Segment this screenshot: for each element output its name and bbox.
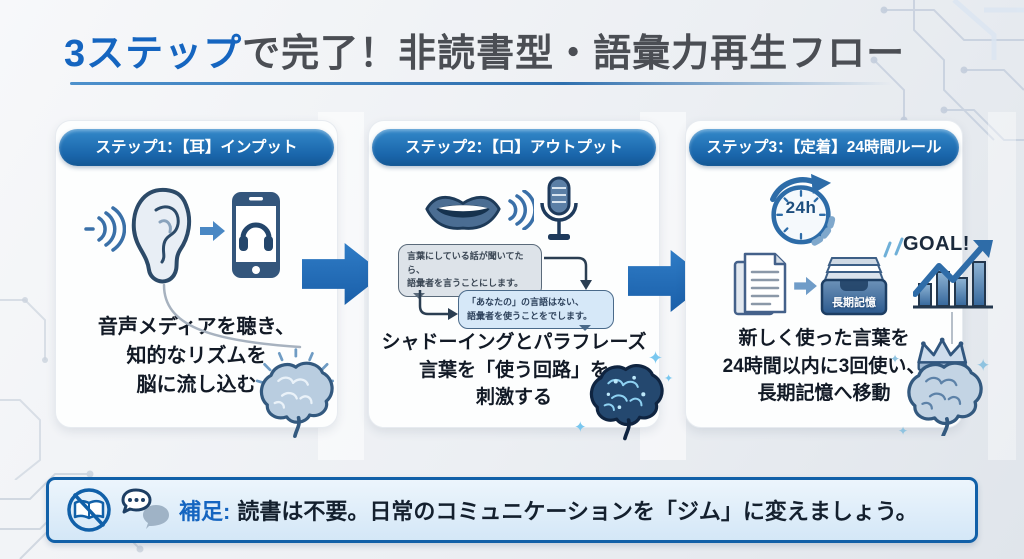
- step1-description: 音声メディアを聴き、 知的なリズムを 脳に流し込む: [97, 316, 296, 396]
- step2-description: シャドーイングとパラフレーズ 言葉を「使う回路」を 刺激する: [381, 332, 647, 409]
- step3-header: ステップ3：【定着】24時間ルール: [689, 129, 959, 166]
- step2-header: ステップ2：【口】アウトプット: [372, 129, 656, 166]
- goal-label: GOAL!: [903, 233, 970, 255]
- no-reading-book-icon: [67, 488, 111, 532]
- memory-tray-label: 長期記憶: [832, 297, 876, 309]
- sparkle-icon: ✦: [574, 419, 587, 436]
- step3-card: ステップ3：【定着】24時間ルール 新しく使った言葉を 24時間以内に3回使い、…: [685, 120, 963, 428]
- page-title-rest: で完了！非読書型・語彙力再生フロー: [242, 33, 906, 75]
- background-band: [988, 112, 1016, 460]
- step2-quote-bubble-2: 「あなたの」の言語はない、 語彙者を使うことをでします。: [458, 290, 614, 331]
- sparkle-icon: ✦: [664, 373, 674, 385]
- footer-note-bar: 補足:読書は不要。日常のコミュニケーションを「ジム」に変えましょう。: [46, 477, 978, 543]
- title-underline: [70, 82, 892, 85]
- footer-note-text: 補足:読書は不要。日常のコミュニケーションを「ジム」に変えましょう。: [179, 499, 918, 524]
- sparkle-icon: ✦: [898, 424, 909, 438]
- clock-24h-label: 24h: [785, 198, 817, 217]
- footer-note-label: 補足:: [179, 499, 231, 524]
- step1-header: ステップ1：【耳】インプット: [59, 129, 334, 166]
- sparkle-icon: ✦: [890, 352, 901, 366]
- step2-quote-bubble-1: 言葉にしている話が聞いてたら、 語彙者を言うことにします。: [398, 244, 542, 298]
- goal-brain-connector: [951, 312, 953, 344]
- sparkle-icon: ✦: [648, 348, 664, 368]
- page-title: 3ステップで完了！非読書型・語彙力再生フロー: [64, 22, 905, 77]
- step1-card: ステップ1：【耳】インプット 音声メディアを聴き、 知的なリズムを 脳に流し込む: [55, 120, 338, 428]
- speech-bubbles-icon: [121, 488, 169, 529]
- step3-description: 新しく使った言葉を 24時間以内に3回使い、 長期記憶へ移動: [722, 328, 926, 405]
- page-title-highlight: 3ステップ: [64, 33, 243, 75]
- sparkle-icon: ✦: [976, 356, 991, 375]
